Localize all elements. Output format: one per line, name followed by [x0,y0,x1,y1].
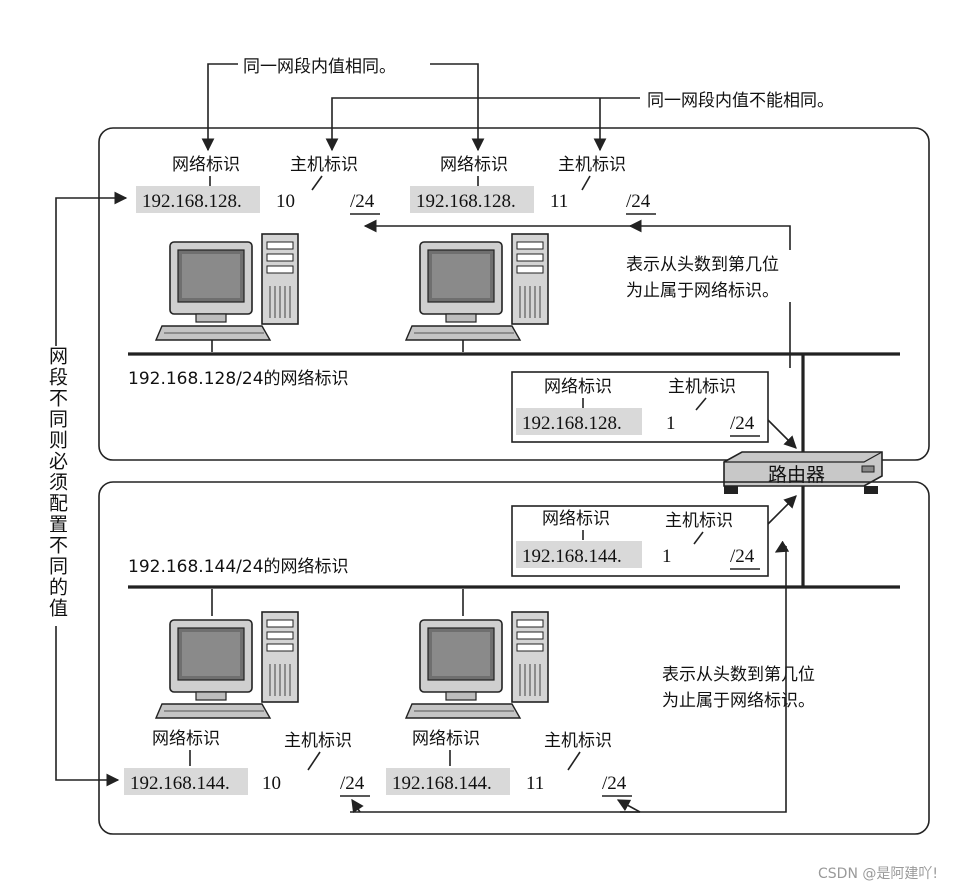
bottom-host2-host: 11 [526,773,544,794]
host-id-label: 主机标识 [665,511,733,531]
host-id-label: 主机标识 [544,731,612,751]
bottom-router-host: 1 [662,546,672,567]
top-host1-address: 网络标识 主机标识 192.168.128. 10 /24 [136,155,380,215]
top-host2-net: 192.168.128. [416,191,516,212]
same-value-annotation: 同一网段内值相同。 [201,57,485,152]
same-value-label: 同一网段内值相同。 [243,57,396,77]
side-annotation: 网段不同则必须配置不同的值 [46,191,128,787]
network-id-label: 网络标识 [152,729,220,749]
network-id-label: 网络标识 [172,155,240,175]
bottom-prefix-note: 表示从头数到第几位 为止属于网络标识。 [350,540,868,814]
top-prefix-note-line1: 表示从头数到第几位 [626,255,779,275]
top-host1-host: 10 [276,191,295,212]
bottom-prefix-note-line2: 为止属于网络标识。 [662,691,815,711]
host-id-label: 主机标识 [558,155,626,175]
bottom-host1-host: 10 [262,773,281,794]
host-id-label: 主机标识 [668,377,736,397]
footer-watermark: CSDN @是阿建吖! [818,866,938,882]
bottom-segment-box [98,481,930,835]
top-router-host: 1 [666,413,676,434]
network-id-label: 网络标识 [440,155,508,175]
top-computer-2 [405,233,549,341]
bottom-host2-address: 网络标识 主机标识 192.168.144. 11 /24 [386,729,632,797]
top-host2-host: 11 [550,191,568,212]
bottom-computer-2 [405,611,549,719]
bottom-host2-net: 192.168.144. [392,773,492,794]
host-id-label: 主机标识 [284,731,352,751]
top-segment-box [98,127,930,461]
network-id-label: 网络标识 [412,729,480,749]
top-computer-1 [155,233,299,341]
top-host1-prefix: /24 [350,191,375,212]
bottom-prefix-note-line1: 表示从头数到第几位 [662,665,815,685]
top-prefix-note: 表示从头数到第几位 为止属于网络标识。 [363,219,832,368]
router-label: 路由器 [768,464,825,486]
top-router-interface: 网络标识 主机标识 192.168.128. 1 /24 [511,371,797,449]
network-id-label: 网络标识 [542,509,610,529]
top-router-prefix: /24 [730,413,755,434]
bottom-host1-net: 192.168.144. [130,773,230,794]
top-host1-net: 192.168.128. [142,191,242,212]
top-router-net: 192.168.128. [522,413,622,434]
top-host2-address: 网络标识 主机标识 192.168.128. 11 /24 [410,155,656,215]
bottom-router-interface: 网络标识 主机标识 192.168.144. 1 /24 [511,495,797,577]
network-id-label: 网络标识 [544,377,612,397]
diff-value-annotation: 同一网段内值不能相同。 [325,91,834,152]
bottom-host1-address: 网络标识 主机标识 192.168.144. 10 /24 [124,729,370,797]
bottom-computer-1 [155,611,299,719]
bottom-host2-prefix: /24 [602,773,627,794]
top-prefix-note-line2: 为止属于网络标识。 [626,281,779,301]
diff-value-label: 同一网段内值不能相同。 [647,91,834,111]
bottom-router-net: 192.168.144. [522,546,622,567]
router: 路由器 [723,451,883,494]
bottom-segment-title: 192.168.144/24的网络标识 [128,557,349,577]
bottom-host1-prefix: /24 [340,773,365,794]
bottom-router-prefix: /24 [730,546,755,567]
host-id-label: 主机标识 [290,155,358,175]
top-host2-prefix: /24 [626,191,651,212]
top-segment-title: 192.168.128/24的网络标识 [128,369,349,389]
side-vertical-text: 网段不同则必须配置不同的值 [46,346,68,619]
